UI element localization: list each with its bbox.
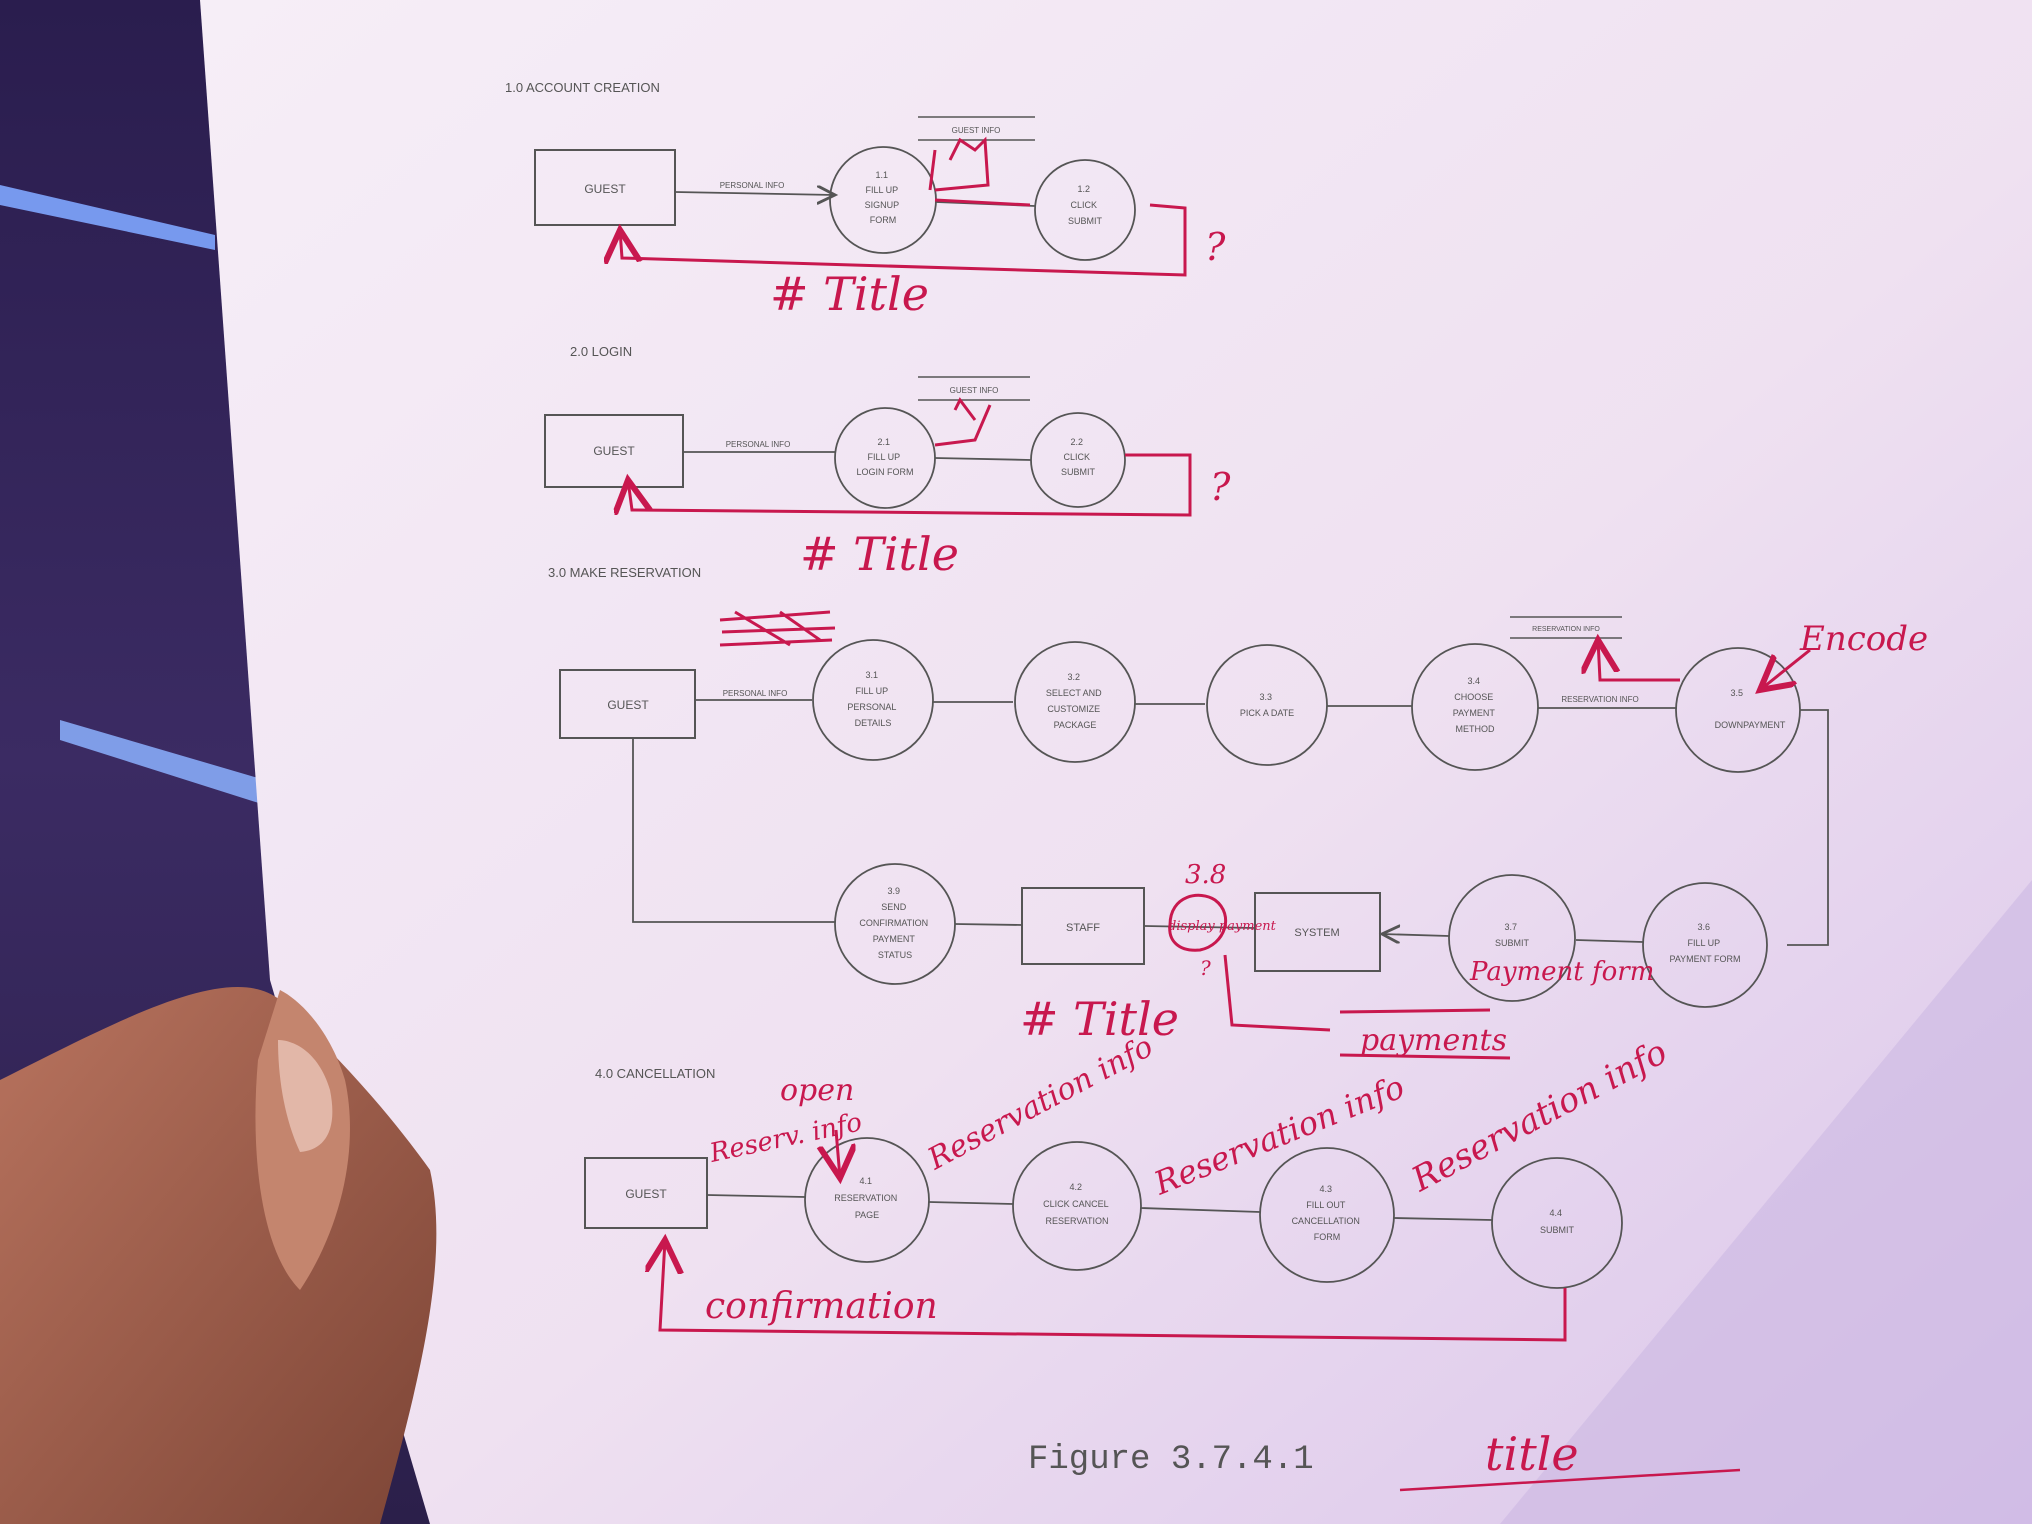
process-circle [1491,1157,1623,1289]
note-payment-form: Payment form [1469,957,1654,987]
process-circle [1411,643,1539,771]
process-circle [1206,644,1328,766]
flow-line [934,457,1032,461]
note-title-2: # Title [800,527,959,581]
process-text: 3.6 FILL UP PAYMENT FORM [1669,922,1740,964]
entity-label: GUEST [625,1187,667,1201]
figure-caption: Figure 3.7.4.1 [1028,1441,1314,1479]
circle-3-8 [1168,893,1228,952]
note-q-2: ? [1210,465,1231,509]
process-text: 2.2 CLICK SUBMIT [1061,437,1096,477]
handwritten-annotations [620,136,1811,1492]
flow-label: RESERVATION INFO [1561,695,1638,704]
process-text: 4.4 SUBMIT [1540,1208,1575,1235]
entity-guest [584,1157,708,1229]
process-text: 3.2 SELECT AND CUSTOMIZE PACKAGE [1046,672,1104,730]
note-3-8: 3.8 [1185,860,1226,890]
section-heading: 4.0 CANCELLATION [595,1066,715,1081]
section-heading: 1.0 ACCOUNT CREATION [505,80,660,95]
entity-label: STAFF [1066,922,1100,934]
process-text: 3.7 SUBMIT [1495,922,1530,948]
return-arrow-2 [628,453,1192,517]
process-text: 4.3 FILL OUT CANCELLATION FORM [1292,1184,1363,1242]
process-text: 4.2 CLICK CANCEL RESERVATION [1043,1182,1111,1226]
section-cancellation: 4.0 CANCELLATION GUEST 4.1 RESERVATION P… [584,1066,1623,1289]
note-confirmation: confirmation [705,1286,938,1327]
process-text: 3.9 SEND CONFIRMATION PAYMENT STATUS [859,886,930,960]
note-title-3: # Title [1020,992,1179,1046]
entity-label: GUEST [593,444,635,458]
section-make-reservation: 3.0 MAKE RESERVATION GUEST PERSONAL INFO… [548,565,1829,1008]
entity-label: GUEST [607,698,649,712]
paper-sheet [200,0,2032,1524]
process-text: 1.2 CLICK SUBMIT [1068,184,1103,226]
store-arrows-2 [934,397,992,447]
process-circle [1012,1141,1142,1271]
flow-label: PERSONAL INFO [726,440,791,449]
flow-label: PERSONAL INFO [720,181,785,190]
process-circle [804,1137,930,1263]
store-arrows-1 [928,136,1031,207]
open-arrow [836,1129,840,1178]
process-circle [1034,159,1136,261]
svg-text:GUEST INFO: GUEST INFO [950,386,999,395]
process-circle [1259,1147,1395,1283]
process-circle [1014,641,1136,763]
datastore: GUEST INFO [918,376,1030,401]
process-text: 2.1 FILL UP LOGIN FORM [856,437,913,477]
payment-arrow [1223,954,1331,1032]
svg-text:GUEST INFO: GUEST INFO [952,126,1001,135]
encode-pointer [1760,648,1811,690]
entity-system [1254,892,1381,972]
downpayment-arrow [1598,640,1680,682]
section-heading: 3.0 MAKE RESERVATION [548,565,701,580]
note-encode: Encode [1799,619,1928,659]
caption-underline [1399,1468,1741,1492]
process-circle [834,863,956,985]
scribble-crossout [719,610,836,647]
confirmation-return [660,1240,1567,1342]
note-open: open [780,1073,854,1108]
entity-label: SYSTEM [1294,927,1339,939]
thumbnail [278,1040,333,1152]
process-circle [1642,882,1768,1008]
payments-underline [1339,1008,1511,1060]
paper-shadow [1500,880,2032,1524]
note-payments: payments [1360,1023,1507,1058]
process-text: 3.3 PICK A DATE [1240,692,1294,718]
process-text: 3.5 DOWNPAYMENT [1715,688,1786,730]
svg-text:RESERVATION INFO: RESERVATION INFO [1532,626,1600,633]
flow-label: PERSONAL INFO [723,689,788,698]
process-text: 4.1 RESERVATION PAGE [834,1176,900,1220]
process-circle [812,639,934,761]
light-streak-top [0,185,215,250]
note-display-payment: display payment [1168,919,1277,934]
section-heading: 2.0 LOGIN [570,344,632,359]
return-arrow-1 [620,203,1187,277]
process-text: 3.4 CHOOSE PAYMENT METHOD [1453,676,1498,734]
note-caption-title: title [1485,1427,1579,1481]
note-title-1: # Title [770,267,929,321]
light-streak-mid [60,720,265,805]
note-q-small: ? [1200,956,1211,980]
datastore: GUEST INFO [918,116,1035,141]
entity-staff [1021,887,1145,965]
entity-guest [559,669,696,739]
entity-label: GUEST [584,182,626,196]
process-circle [1448,874,1576,1002]
flow-line [674,192,835,195]
note-q-1: ? [1205,225,1226,269]
process-text: 3.1 FILL UP PERSONAL DETAILS [847,670,898,728]
process-text: 1.1 FILL UP SIGNUP FORM [865,170,902,225]
